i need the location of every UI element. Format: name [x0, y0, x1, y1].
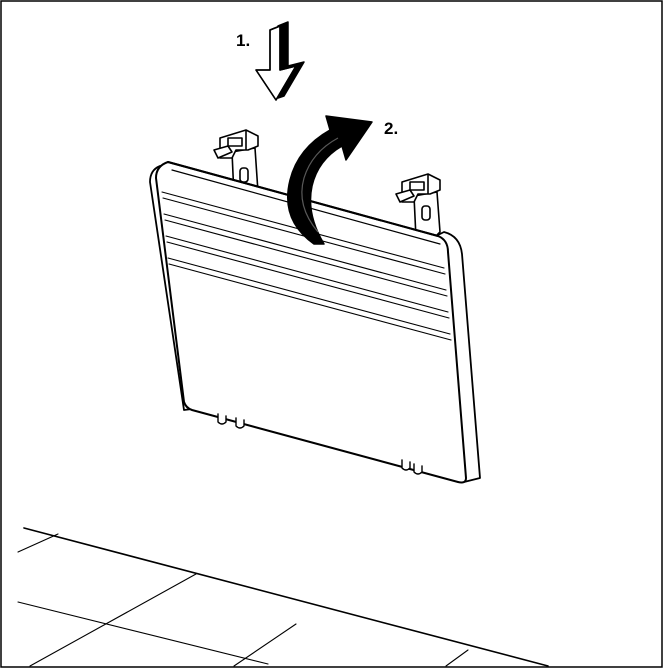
right-wall-bracket-icon — [395, 173, 441, 239]
floor-tiles — [17, 527, 549, 667]
step-1-label: 1. — [236, 31, 251, 50]
step-2-label: 2. — [384, 119, 399, 138]
arrow-curved-up-icon — [286, 115, 373, 245]
arrow-down-icon — [255, 21, 305, 101]
radiator-panel — [149, 161, 481, 484]
